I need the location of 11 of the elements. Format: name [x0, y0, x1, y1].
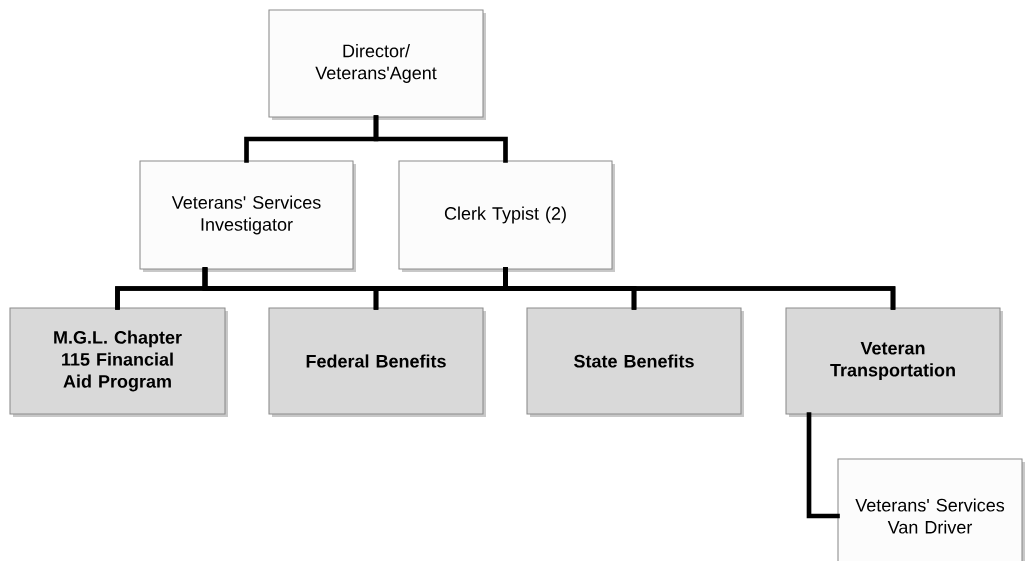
role-box: Veterans' Services Van Driver	[837, 458, 1025, 561]
role-box: Clerk Typist (2)	[398, 160, 615, 272]
role-box: Veteran Transportation	[785, 307, 1003, 417]
connector-line	[373, 115, 508, 163]
role-box: State Benefits	[526, 307, 744, 417]
role-box: M.G.L. Chapter 115 Financial Aid Program	[9, 307, 228, 417]
role-box: Federal Benefits	[268, 307, 486, 417]
connector-line	[806, 412, 840, 519]
role-box: Director/ Veterans'Agent	[268, 9, 486, 120]
role-box: Veterans' Services Investigator	[139, 160, 356, 272]
connector-line	[503, 267, 896, 310]
